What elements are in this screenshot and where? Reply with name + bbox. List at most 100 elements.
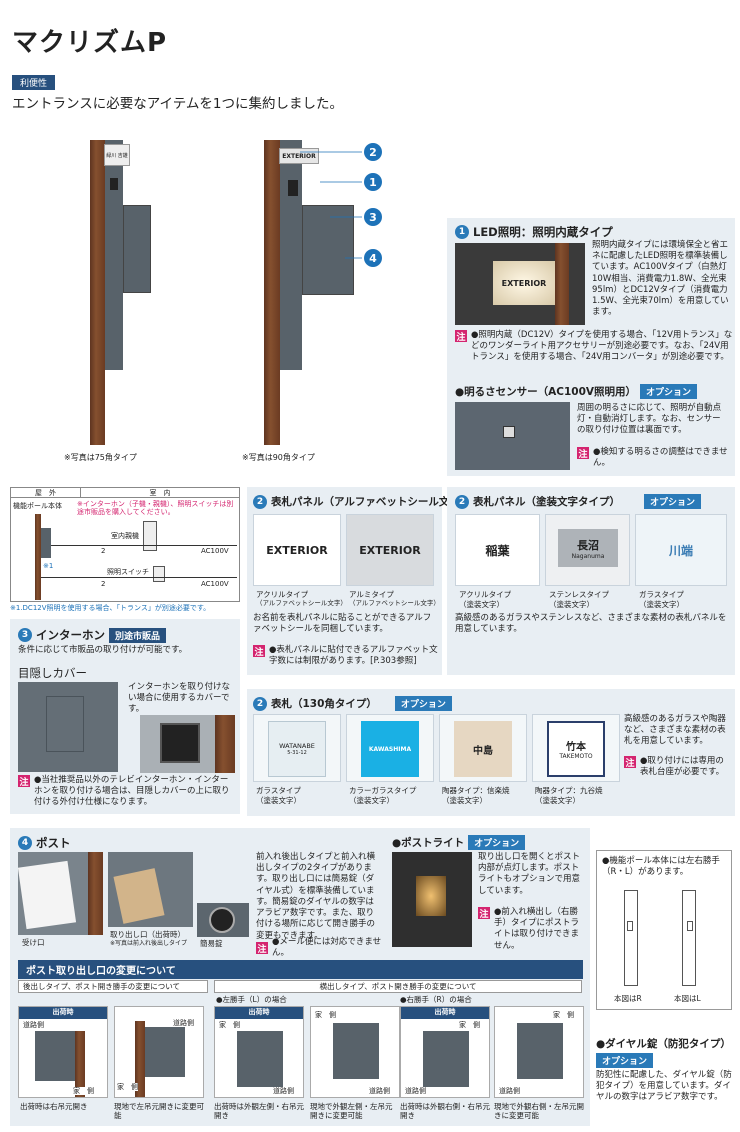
sensor-desc: 周囲の明るさに応じて、照明が自動点灯・自動消灯します。なお、センサーの取り付け位… [577, 403, 722, 436]
change-sub2: 横出しタイプ、ポスト開き勝手の変更について [214, 980, 582, 993]
intercom-note: 注 ●当社推奨品以外のテレビインターホン・インターホンを取り付ける場合は、目隠し… [18, 775, 230, 808]
change-cap4: 現地で外観左側・左吊元開きに変更可能 [310, 1102, 393, 1120]
painted-plate-stainless-text: 長沼 [577, 538, 599, 552]
intercom-desc: 条件に応じて市販品の取り付けが可能です。 [18, 645, 188, 655]
painted-desc: 高級感のあるガラスやステンレスなど、さまざまな素材の表札パネルを用意しています。 [455, 613, 727, 635]
diagram-rear-change: 道路側 家 側 [114, 1006, 204, 1098]
page-title: マクリズムP [12, 28, 168, 58]
nameplate-note: 注 ●取り付けには専用の表札台座が必要です。 [624, 756, 725, 778]
change-cap6: 現地で外観右側・左吊元開きに変更可能 [494, 1102, 584, 1120]
led-desc: 照明内蔵タイプには環境保全と省エネに配慮したLED照明を標準装備しています。AC… [592, 240, 729, 318]
plate-watanabe-sub: 5-31-12 [287, 750, 307, 756]
diagram1-house: 家 側 [73, 1087, 94, 1096]
led-sign: EXTERIOR [493, 261, 555, 305]
callout-2: 2 [364, 143, 382, 161]
wiring-switch-label: 照明スイッチ [107, 568, 149, 576]
hand-cap-l: 本図はL [674, 994, 701, 1003]
post-cap4: 簡易錠 [200, 939, 223, 948]
plate-watanabe: WATANABE 5-31-12 [253, 714, 341, 782]
callout-4: 4 [364, 249, 382, 267]
plate-nakajima: 中島 [439, 714, 527, 782]
postlight-note: 注 ●前入れ横出し（右勝手）タイプにポストライトは取り付けできません。 [478, 907, 580, 951]
painted-cap1b: （塗装文字） [459, 600, 504, 609]
np-cap4b: （塗装文字） [535, 796, 580, 805]
hero-photo1-caption: ※写真は75角タイプ [64, 453, 137, 462]
painted-plate-acrylic: 稲葉 [455, 514, 540, 586]
hero-photo-90: EXTERIOR [262, 140, 372, 450]
convenience-tag: 利便性 [12, 75, 56, 90]
diagram3-ship-label: 出荷時 [215, 1007, 303, 1019]
diagram-right-change: 家 側 道路側 [494, 1006, 584, 1098]
plate-takemoto: 竹本 TAKEMOTO [532, 714, 620, 782]
np-cap2b: （塗装文字） [349, 796, 394, 805]
painted-plate-stainless: 長沼 Naganuma [545, 514, 630, 586]
np-cap4: 陶器タイプ：九谷焼 [535, 786, 603, 795]
diagram1-road: 道路側 [23, 1021, 44, 1029]
wiring-col-out: 屋 外 [11, 488, 81, 498]
hero-photo-75: 緑川 吉雄 [60, 140, 170, 450]
page-subtitle: エントランスに必要なアイテムを1つに集約しました。 [12, 96, 343, 112]
postlight-heading: ●ポストライト オプション [392, 835, 526, 850]
hand-figure-r [624, 890, 638, 986]
diagram2-road: 道路側 [173, 1019, 194, 1027]
post-cap2: 取り出し口（出荷時） [110, 930, 185, 939]
painted-cap3b: （塗装文字） [639, 600, 684, 609]
np-cap1b: （塗装文字） [256, 796, 301, 805]
post-cap3: ※写真は前入れ後出しタイプ [110, 940, 188, 947]
wiring-wire1: 2 [101, 547, 106, 555]
np-cap1: ガラスタイプ [256, 786, 301, 795]
diagram3-house: 家 側 [219, 1021, 240, 1029]
change-cap5: 出荷時は外観右側・右吊元開き [400, 1102, 490, 1120]
alpha-plate-aluminum: EXTERIOR [346, 514, 434, 586]
plate-kawashima: KAWASHIMA [346, 714, 434, 782]
diagram5-house: 家 側 [459, 1021, 480, 1029]
diagram-rear-ship: 出荷時 道路側 家 側 [18, 1006, 108, 1098]
plate-takemoto-sub: TAKEMOTO [559, 753, 593, 760]
alpha-cap1b: （アルファベットシール文字） [256, 599, 347, 607]
wiring-master-label: 室内親機 [111, 532, 139, 540]
postlight-photo [392, 852, 472, 947]
hand-figure-l [682, 890, 696, 986]
diagram-right-ship: 出荷時 家 側 道路側 [400, 1006, 490, 1098]
diagram-left-change: 家 側 道路側 [310, 1006, 400, 1098]
change-title: ポスト取り出し口の変更について [18, 960, 583, 979]
diagram-left-ship: 出荷時 家 側 道路側 [214, 1006, 304, 1098]
cover-desc: インターホンを取り付けない場合に使用するカバーです。 [128, 682, 231, 715]
hero-sign1: 緑川 吉雄 [104, 144, 130, 166]
cover-title: 目隠しカバー [18, 666, 87, 680]
wiring-ac2: AC100V [201, 580, 229, 588]
sensor-photo [455, 402, 570, 470]
intercom-photo [140, 715, 235, 773]
diagram3-road: 道路側 [273, 1087, 294, 1096]
diagram6-road: 道路側 [499, 1087, 520, 1096]
alpha-plate-acrylic: EXTERIOR [253, 514, 341, 586]
hero-photo2-caption: ※写真は90角タイプ [242, 453, 315, 462]
post-cap1: 受け口 [22, 938, 45, 947]
wiring-footnote: ※1.DC12V照明を使用する場合、「トランス」が別途必要です。 [10, 604, 211, 612]
np-cap2: カラーガラスタイプ [349, 786, 417, 795]
wiring-ac1: AC100V [201, 547, 229, 555]
diagram2-house: 家 側 [117, 1083, 138, 1092]
hero-callout-lines [300, 151, 362, 259]
painted-plate-glass: 川端 [635, 514, 727, 586]
change-cap1: 出荷時は右吊元開き [20, 1102, 88, 1111]
np-cap3: 陶器タイプ：信楽焼 [442, 786, 510, 795]
dial-desc: 防犯性に配慮した、ダイヤル錠（防犯タイプ）を用意しています。ダイヤルの数字はアラ… [596, 1070, 732, 1103]
alpha-cap2b: （アルファベットシール文字） [349, 599, 440, 607]
plate-takemoto-text: 竹本 [566, 742, 586, 753]
dial-title: ●ダイヤル錠（防犯タイプ） [596, 1038, 731, 1050]
alpha-desc: お名前を表札パネルに貼ることができるアルファベットシールを同梱しています。 [253, 613, 432, 635]
led-note: 注 ●照明内蔵（DC12V）タイプを使用する場合、「12V用トランス」などのワン… [455, 330, 733, 363]
diagram1-ship-label: 出荷時 [19, 1007, 107, 1019]
alpha-note: 注 ●表札パネルに貼付できるアルファベット文字数には制限があります。[P.303… [253, 645, 438, 667]
led-photo: EXTERIOR [455, 243, 585, 325]
hand-cap-r: 本図はR [614, 994, 642, 1003]
wiring-note: ※インターホン（子機・親機）、照明スイッチは別途市販品を購入してください。 [77, 500, 234, 517]
change-cap3: 出荷時は外観左側・右吊元開き [214, 1102, 304, 1120]
post-note: 注 ●メール便には対応できません。 [256, 937, 382, 959]
painted-plate-stainless-sub: Naganuma [571, 552, 605, 560]
